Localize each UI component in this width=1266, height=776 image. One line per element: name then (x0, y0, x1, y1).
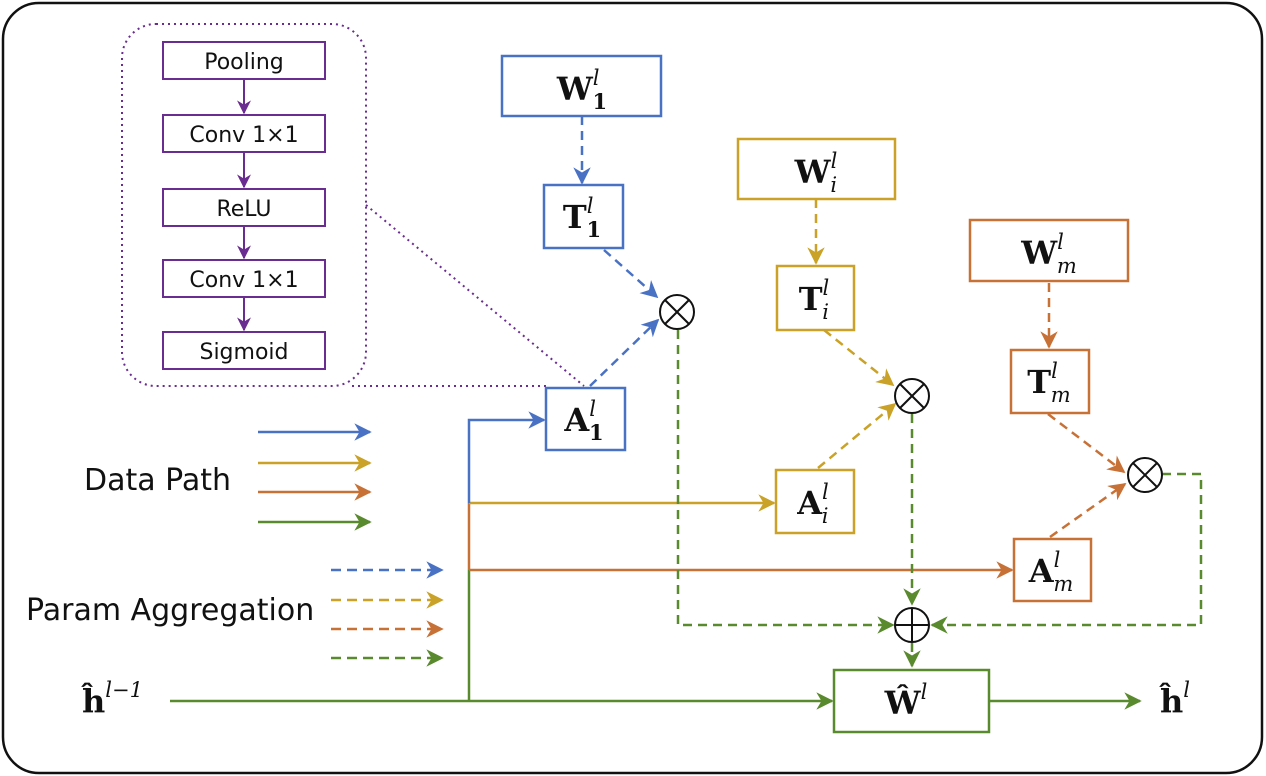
edge-Tm-to-mult3 (1047, 413, 1126, 474)
node-Tm-sup: l (1051, 359, 1058, 383)
add-op (894, 607, 930, 643)
node-A1-sup: l (589, 397, 596, 421)
node-Tm-base: T (1027, 363, 1051, 401)
node-h-in-base: ĥ (81, 682, 105, 720)
node-Am-base: A (1028, 552, 1055, 590)
node-A1-base: A (563, 401, 590, 439)
node-Ti-base: T (799, 280, 823, 318)
node-Wm-sub: m (1057, 254, 1077, 278)
node-Wi-base: W (794, 153, 832, 191)
node-W1-sub: 1 (593, 89, 608, 114)
layer-conv-1-label: Conv 1×1 (189, 123, 298, 148)
node-Wi-sub: i (830, 173, 837, 197)
data-path-edges (170, 411, 1142, 710)
node-A1-sub: 1 (589, 420, 604, 445)
layer-pooling: Pooling (162, 41, 326, 80)
node-h-out-sup: l (1183, 678, 1190, 702)
edge-Ai-to-mult2 (817, 402, 897, 469)
node-Ti-sub: i (822, 300, 829, 324)
layer-sigmoid-label: Sigmoid (199, 340, 288, 365)
svg-text:Wl1: Wl1 (556, 66, 607, 114)
node-h-out: ĥl (1159, 678, 1190, 720)
layer-conv-2: Conv 1×1 (162, 259, 326, 298)
node-W-hat: Ŵl (832, 668, 991, 734)
layer-pooling-label: Pooling (204, 50, 284, 75)
node-h-out-base: ĥ (1159, 682, 1183, 720)
node-Wm-base: W (1020, 234, 1058, 272)
edge-A1-to-mult1 (589, 318, 660, 387)
edge-mult3-to-add (930, 472, 1203, 634)
svg-text:Wlm: Wlm (1020, 230, 1077, 278)
node-Wi-sup: l (831, 149, 838, 173)
node-Ai-sub: i (822, 504, 829, 528)
node-Ai-base: A (796, 484, 823, 522)
node-T1-base: T (563, 198, 587, 236)
svg-text:Ali: Ali (796, 480, 829, 528)
node-W-hat-base: Ŵ (884, 684, 922, 722)
edge-Am-to-mult3 (1049, 482, 1127, 539)
edge-Ti-to-mult2 (823, 329, 895, 387)
edge-to-A1 (467, 411, 546, 503)
node-W1-sup: l (593, 66, 600, 90)
svg-text:Al1: Al1 (563, 397, 603, 445)
layer-conv-2-label: Conv 1×1 (189, 268, 298, 293)
multiply-op-3 (1127, 457, 1163, 493)
node-Wm-sup: l (1057, 230, 1064, 254)
layer-relu: ReLU (162, 188, 326, 227)
node-Am-sub: m (1053, 572, 1073, 596)
node-T1-sup: l (587, 194, 594, 218)
layer-relu-label: ReLU (216, 197, 271, 222)
edge-T1-to-mult1 (603, 249, 659, 299)
multiply-op-1 (659, 294, 695, 330)
legend-param-aggregation-label: Param Aggregation (26, 593, 314, 628)
attention-module: Pooling Conv 1×1 ReLU Conv 1×1 Sigmoid (121, 23, 585, 387)
node-Ti-sup: l (823, 276, 830, 300)
node-Am-sup: l (1054, 548, 1061, 572)
layer-conv-1: Conv 1×1 (162, 114, 326, 153)
legend-data-path-label: Data Path (84, 463, 231, 498)
svg-text:Tli: Tli (799, 276, 830, 324)
param-aggregation-edges (573, 116, 1203, 668)
node-Tm-sub: m (1051, 383, 1071, 407)
node-h-in-sup: l−1 (105, 678, 143, 702)
multiply-op-2 (894, 378, 930, 414)
svg-text:Alm: Alm (1028, 548, 1073, 596)
svg-text:Wli: Wli (794, 149, 838, 197)
legend: Data Path Param Aggregation (26, 423, 444, 667)
svg-text:Tl1: Tl1 (563, 194, 601, 242)
node-h-in: ĥl−1 (81, 678, 143, 720)
node-W1-base: W (556, 70, 594, 108)
layer-sigmoid: Sigmoid (162, 331, 326, 370)
svg-text:Ŵl: Ŵl (884, 680, 928, 722)
node-W-hat-sup: l (921, 680, 928, 704)
node-Ai-sup: l (822, 480, 829, 504)
node-T1-sub: 1 (586, 217, 601, 242)
svg-text:Tlm: Tlm (1027, 359, 1070, 407)
edge-mult1-to-add (676, 330, 895, 634)
